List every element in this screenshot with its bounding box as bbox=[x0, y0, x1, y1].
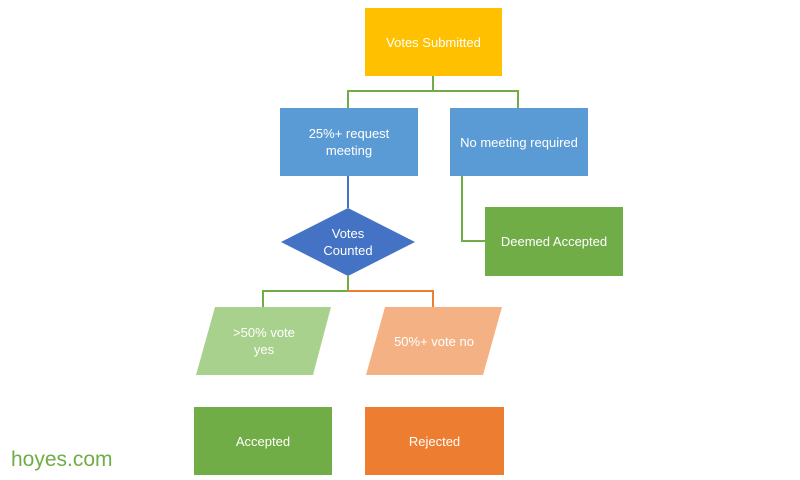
accepted-node: Accepted bbox=[194, 407, 332, 475]
site-watermark: hoyes.com bbox=[11, 448, 113, 471]
request-meeting-node: 25%+ request meeting bbox=[280, 108, 418, 176]
connector-counted-to-no bbox=[348, 290, 434, 307]
votes-counted-diamond bbox=[281, 208, 415, 276]
votes-counted-label: Votes Counted bbox=[323, 226, 373, 258]
rejected-node: Rejected bbox=[365, 407, 504, 475]
connector-no-meeting-to-deemed bbox=[461, 176, 485, 242]
vote-yes-text: >50% vote yes bbox=[222, 320, 306, 362]
connector-counted-to-yes bbox=[262, 276, 349, 307]
accepted-label: Accepted bbox=[235, 433, 291, 449]
deemed-accepted-label: Deemed Accepted bbox=[500, 234, 608, 249]
rejected-label: Rejected bbox=[408, 433, 461, 449]
no-meeting-node: No meeting required bbox=[450, 108, 588, 176]
votes-counted-text: Votes Counted bbox=[308, 222, 388, 262]
deemed-accepted-node: Deemed Accepted bbox=[485, 207, 623, 276]
vote-yes-label: >50% vote yes bbox=[233, 325, 295, 357]
vote-no-parallelogram bbox=[366, 307, 502, 375]
vote-no-text: 50%+ vote no bbox=[383, 320, 485, 362]
no-meeting-label: No meeting required bbox=[460, 134, 578, 150]
vote-yes-parallelogram bbox=[196, 307, 331, 375]
votes-submitted-label: Votes Submitted bbox=[386, 34, 481, 50]
connector-submitted-to-request bbox=[347, 76, 434, 108]
votes-submitted-node: Votes Submitted bbox=[365, 8, 502, 76]
vote-no-label: 50%+ vote no bbox=[394, 333, 474, 349]
request-meeting-label: 25%+ request meeting bbox=[308, 126, 390, 158]
connector-submitted-to-no-meeting bbox=[433, 90, 519, 108]
